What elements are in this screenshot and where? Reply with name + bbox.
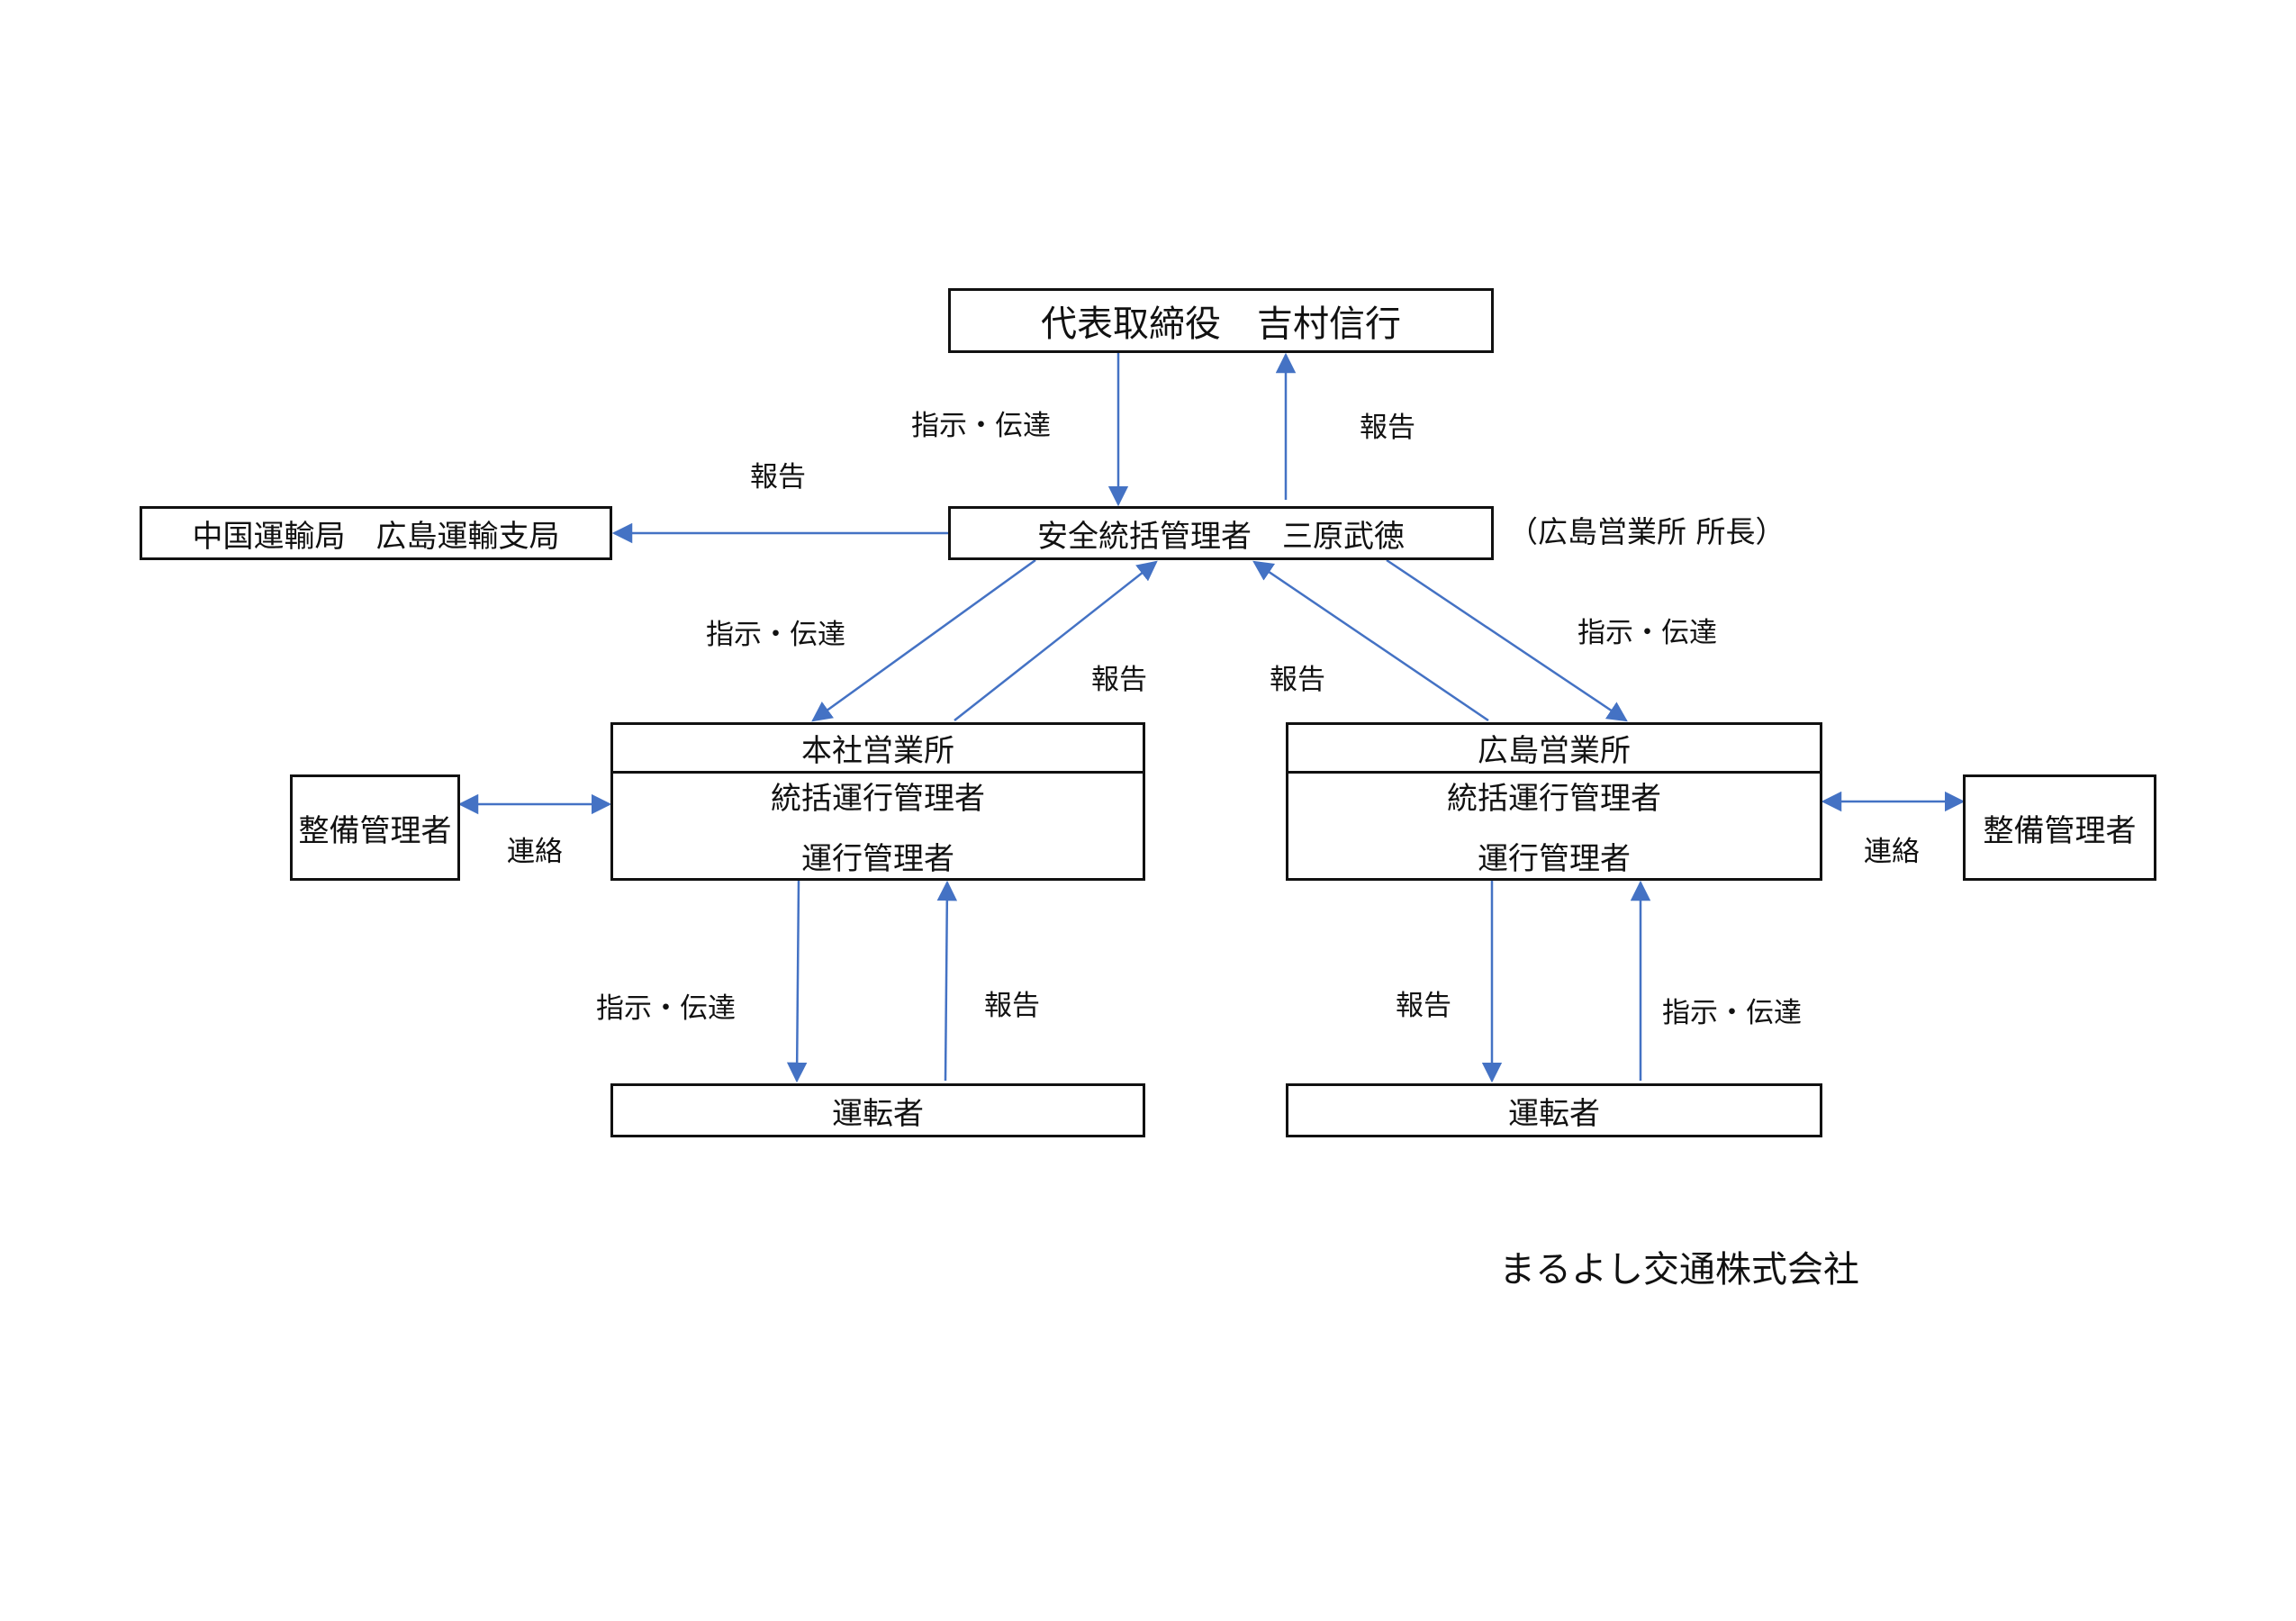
report-label-head-office: 報告	[1091, 664, 1147, 696]
report-label-hiroshima-office: 報告	[1270, 664, 1325, 696]
head-office-operations-manager: 運行管理者	[801, 841, 954, 877]
driver-right-box: 運転者	[1286, 1083, 1822, 1137]
arrow-hiroshima-office-to-safety	[1252, 560, 1489, 722]
company-name: まるよし交通株式会社	[1499, 1249, 1859, 1290]
head-office-box: 本社営業所 統括運行管理者 運行管理者	[610, 722, 1145, 881]
driver-left-box: 運転者	[610, 1083, 1145, 1137]
report-label-ceo: 報告	[1360, 412, 1415, 444]
head-office-chief-operations-manager: 統括運行管理者	[771, 781, 985, 817]
instruct-label-driver-right: 指示・伝達	[1662, 997, 1802, 1029]
safety-manager-note: （広島営業所 所長）	[1508, 514, 1785, 549]
arrow-head-office-to-driver	[786, 880, 808, 1083]
head-office-title: 本社営業所	[613, 725, 1143, 774]
instruct-label-ceo: 指示・伝達	[911, 410, 1051, 442]
hiroshima-office-roles: 統括運行管理者 運行管理者	[1288, 774, 1820, 878]
liaison-label-left: 連絡	[507, 836, 563, 868]
driver-left-label: 運転者	[832, 1095, 924, 1132]
transport-bureau-label: 中国運輸局 広島運輸支局	[192, 518, 560, 555]
hiroshima-office-box: 広島営業所 統括運行管理者 運行管理者	[1286, 722, 1822, 881]
liaison-label-right: 連絡	[1864, 836, 1920, 868]
maintenance-manager-right-label: 整備管理者	[1983, 812, 2137, 849]
maintenance-manager-left-box: 整備管理者	[290, 774, 460, 881]
arrow-safety-to-head-office	[811, 558, 1036, 722]
instruct-label-driver-left: 指示・伝達	[596, 992, 736, 1025]
maintenance-manager-left-label: 整備管理者	[298, 812, 452, 849]
arrow-safety-to-hiroshima-office	[1386, 558, 1628, 722]
instruct-label-hiroshima-office: 指示・伝達	[1577, 617, 1717, 649]
instruct-label-head-office: 指示・伝達	[706, 619, 845, 651]
maintenance-manager-right-box: 整備管理者	[1963, 774, 2156, 881]
safety-manager-box: 安全統括管理者 三原武徳	[948, 506, 1494, 560]
hiroshima-office-operations-manager: 運行管理者	[1478, 841, 1631, 877]
head-office-roles: 統括運行管理者 運行管理者	[613, 774, 1143, 878]
driver-right-label: 運転者	[1508, 1095, 1600, 1132]
hiroshima-office-chief-operations-manager: 統括運行管理者	[1447, 781, 1661, 817]
arrow-driver-to-head-office	[936, 880, 958, 1082]
report-label-driver-left: 報告	[984, 990, 1040, 1022]
arrow-head-office-to-safety	[954, 560, 1158, 721]
safety-manager-label: 安全統括管理者 三原武徳	[1037, 518, 1405, 555]
ceo-box: 代表取締役 吉村信行	[948, 288, 1494, 353]
ceo-label: 代表取締役 吉村信行	[1041, 303, 1401, 345]
report-label-driver-right: 報告	[1396, 990, 1451, 1022]
hiroshima-office-title: 広島営業所	[1288, 725, 1820, 774]
report-label-bureau: 報告	[750, 461, 806, 494]
transport-bureau-box: 中国運輸局 広島運輸支局	[140, 506, 612, 560]
